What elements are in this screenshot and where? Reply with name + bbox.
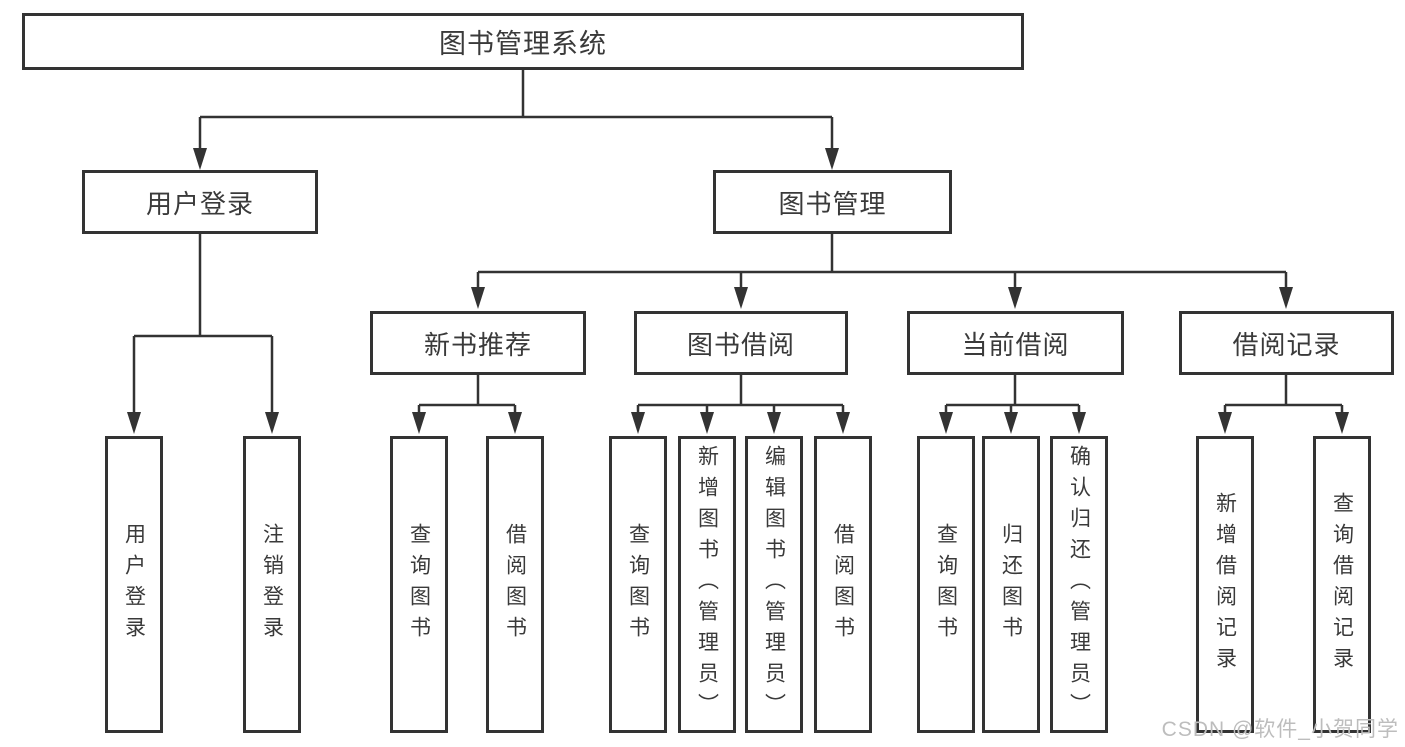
leaf-edit-books-admin: 编辑图书（管理员） [745, 436, 803, 733]
node-current-borrowing: 当前借阅 [907, 311, 1124, 375]
leaf-confirm-return-admin: 确认归还（管理员） [1050, 436, 1108, 733]
leaf-label: 查询图书 [934, 522, 958, 647]
leaf-query-borrow-record: 查询借阅记录 [1313, 436, 1371, 733]
leaf-add-books-admin: 新增图书（管理员） [678, 436, 736, 733]
leaf-query-books-current: 查询图书 [917, 436, 975, 733]
leaf-query-books-recommend: 查询图书 [390, 436, 448, 733]
leaf-label: 借阅图书 [503, 522, 527, 647]
node-library-management-system: 图书管理系统 [22, 13, 1024, 70]
csdn-watermark: CSDN @软件_小贺同学 [1161, 718, 1399, 741]
leaf-label: 查询图书 [407, 522, 431, 647]
leaf-return-books: 归还图书 [982, 436, 1040, 733]
leaf-add-borrow-record: 新增借阅记录 [1196, 436, 1254, 733]
leaf-label: 编辑图书（管理员） [762, 445, 786, 724]
leaf-label: 新增借阅记录 [1213, 491, 1237, 678]
leaf-label: 确认归还（管理员） [1067, 445, 1091, 724]
leaf-label: 借阅图书 [831, 522, 855, 647]
connector-lines [132, 70, 1344, 416]
node-book-management: 图书管理 [713, 170, 952, 234]
leaf-user-login: 用户登录 [105, 436, 163, 733]
node-book-borrowing: 图书借阅 [634, 311, 848, 375]
leaf-label: 查询图书 [626, 522, 650, 647]
leaf-borrow-books: 借阅图书 [814, 436, 872, 733]
node-borrowing-records: 借阅记录 [1179, 311, 1394, 375]
leaf-label: 新增图书（管理员） [695, 445, 719, 724]
leaf-label: 归还图书 [999, 522, 1023, 647]
leaf-label: 用户登录 [122, 522, 146, 647]
leaf-query-books-borrowing: 查询图书 [609, 436, 667, 733]
node-new-book-recommendation: 新书推荐 [370, 311, 586, 375]
leaf-logout: 注销登录 [243, 436, 301, 733]
arrowhead-icons [127, 148, 1349, 434]
leaf-borrow-books-recommend: 借阅图书 [486, 436, 544, 733]
leaf-label: 查询借阅记录 [1330, 491, 1354, 678]
node-user-login: 用户登录 [82, 170, 318, 234]
leaf-label: 注销登录 [260, 522, 284, 647]
